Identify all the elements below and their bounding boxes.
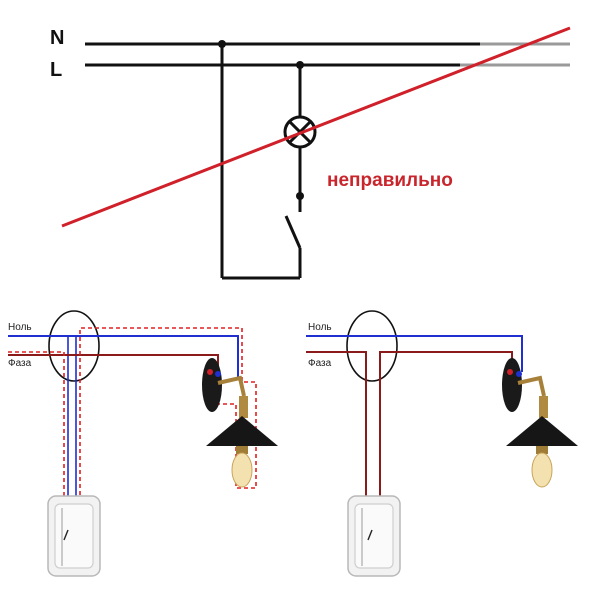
right-sconce-lamp-icon (502, 358, 578, 488)
right-panel: Ноль Фаза (306, 310, 578, 577)
left-label-phase: Фаза (8, 358, 32, 369)
left-junction-box (48, 310, 100, 382)
cross-out-line (61, 26, 571, 228)
left-phase-wire (8, 354, 219, 372)
left-neutral-wire (8, 335, 239, 378)
right-label-phase: Фаза (308, 358, 332, 369)
right-junction-box (346, 310, 398, 382)
left-wall-switch-icon (47, 495, 101, 577)
right-phase-wire (306, 351, 513, 567)
right-label-neutral: Ноль (308, 322, 332, 333)
note-wrong: неправильно (327, 170, 453, 191)
top-schematic: N L неправильно (50, 26, 571, 280)
right-neutral-wire (306, 335, 523, 372)
left-label-neutral: Ноль (8, 322, 32, 333)
label-l: L (50, 59, 62, 81)
switch-contact-dot (296, 192, 304, 200)
label-n: N (50, 27, 64, 49)
switch-lever-icon (284, 215, 302, 249)
right-wall-switch-icon (347, 495, 401, 577)
left-panel: Ноль Фаза (8, 310, 278, 577)
left-sconce-lamp-icon (202, 358, 278, 488)
